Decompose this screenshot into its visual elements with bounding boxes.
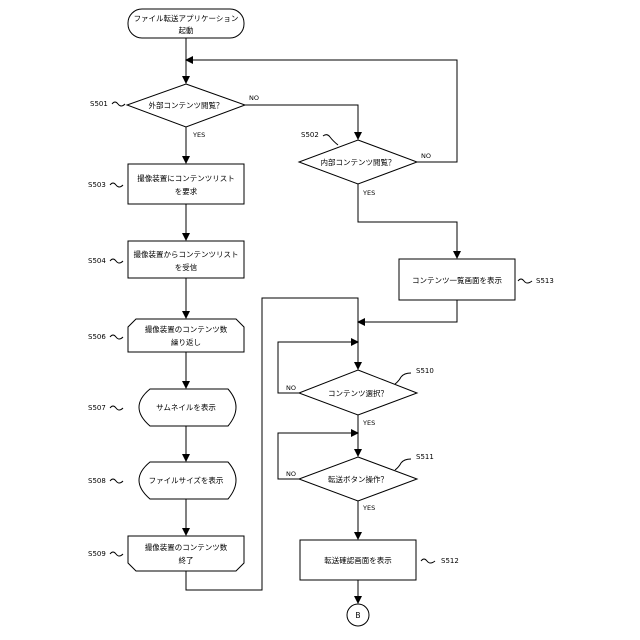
step-label-s501: S501 (90, 100, 108, 108)
start-label-line1: ファイル転送アプリケーション (134, 13, 239, 23)
process-s503: 撮像装置にコンテンツリスト を要求 S503 (88, 164, 244, 204)
process-s504-line2: を受信 (175, 262, 198, 272)
connector-b: B (347, 604, 369, 626)
process-s512-label: 転送確認画面を表示 (324, 555, 392, 565)
leader-s504 (110, 259, 123, 263)
loop-end-s509: 撮像装置のコンテンツ数 終了 S509 (88, 536, 244, 571)
branch-s502-no: NO (421, 152, 431, 160)
loop-start-s506: 撮像装置のコンテンツ数 繰り返し S506 (88, 319, 244, 352)
leader-s502 (323, 135, 338, 145)
leader-s506 (110, 335, 123, 339)
branch-s502-yes: YES (362, 189, 375, 197)
branch-s501-no: NO (249, 94, 259, 102)
decision-s510: コンテンツ選択？ S510 NO YES (286, 367, 434, 427)
step-label-s511: S511 (416, 453, 434, 461)
step-label-s508: S508 (88, 477, 106, 485)
step-label-s503: S503 (88, 181, 106, 189)
loop-end-s509-line2: 終了 (179, 555, 194, 565)
step-label-s506: S506 (88, 333, 106, 341)
start-label-line2: 起動 (179, 26, 194, 35)
branch-s511-yes: YES (362, 504, 375, 512)
leader-s509 (110, 552, 123, 556)
process-s504: 撮像装置からコンテンツリスト を受信 S504 (88, 241, 244, 278)
step-label-s504: S504 (88, 257, 106, 265)
decision-s511: 転送ボタン操作？ S511 NO YES (286, 453, 434, 512)
display-s507-label: サムネイルを表示 (156, 402, 216, 412)
branch-s511-no: NO (286, 470, 296, 478)
process-s504-line1: 撮像装置からコンテンツリスト (134, 249, 239, 259)
step-label-s510: S510 (416, 367, 434, 375)
decision-s501: 外部コンテンツ閲覧？ S501 NO YES (90, 84, 259, 139)
branch-s510-no: NO (286, 384, 296, 392)
decision-s501-label: 外部コンテンツ閲覧？ (149, 100, 224, 110)
leader-s503 (110, 183, 123, 187)
leader-s508 (110, 479, 123, 483)
leader-s507 (110, 406, 123, 410)
process-s503-line2: を要求 (175, 186, 198, 196)
step-label-s502: S502 (301, 131, 319, 139)
leader-s513 (518, 279, 532, 283)
connector-b-label: B (355, 611, 360, 620)
branch-s501-yes: YES (192, 131, 205, 139)
decision-s502: 内部コンテンツ閲覧？ S502 NO YES (299, 131, 431, 197)
decision-s511-label: 転送ボタン操作？ (328, 474, 388, 484)
step-label-s512: S512 (441, 557, 459, 565)
process-s513-label: コンテンツ一覧画面を表示 (412, 275, 502, 285)
step-label-s513: S513 (536, 277, 554, 285)
display-s507: サムネイルを表示 S507 (88, 389, 236, 426)
display-s508-label: ファイルサイズを表示 (149, 475, 224, 485)
decision-s510-label: コンテンツ選択？ (328, 388, 388, 398)
start-terminal: ファイル転送アプリケーション 起動 (128, 9, 244, 38)
loop-start-s506-line1: 撮像装置のコンテンツ数 (145, 324, 228, 334)
display-s508: ファイルサイズを表示 S508 (88, 462, 236, 499)
loop-end-s509-line1: 撮像装置のコンテンツ数 (145, 542, 228, 552)
decision-s502-label: 内部コンテンツ閲覧？ (321, 157, 396, 167)
leader-s511 (395, 459, 411, 470)
process-s513: コンテンツ一覧画面を表示 S513 (399, 259, 554, 300)
loop-start-s506-line2: 繰り返し (171, 337, 201, 347)
leader-s510 (395, 373, 411, 384)
leader-s501 (112, 102, 125, 106)
step-label-s509: S509 (88, 550, 106, 558)
step-label-s507: S507 (88, 404, 106, 412)
process-s503-line1: 撮像装置にコンテンツリスト (137, 173, 235, 183)
process-s512: 転送確認画面を表示 S512 (300, 540, 459, 580)
leader-s512 (421, 559, 435, 563)
branch-s510-yes: YES (362, 419, 375, 427)
